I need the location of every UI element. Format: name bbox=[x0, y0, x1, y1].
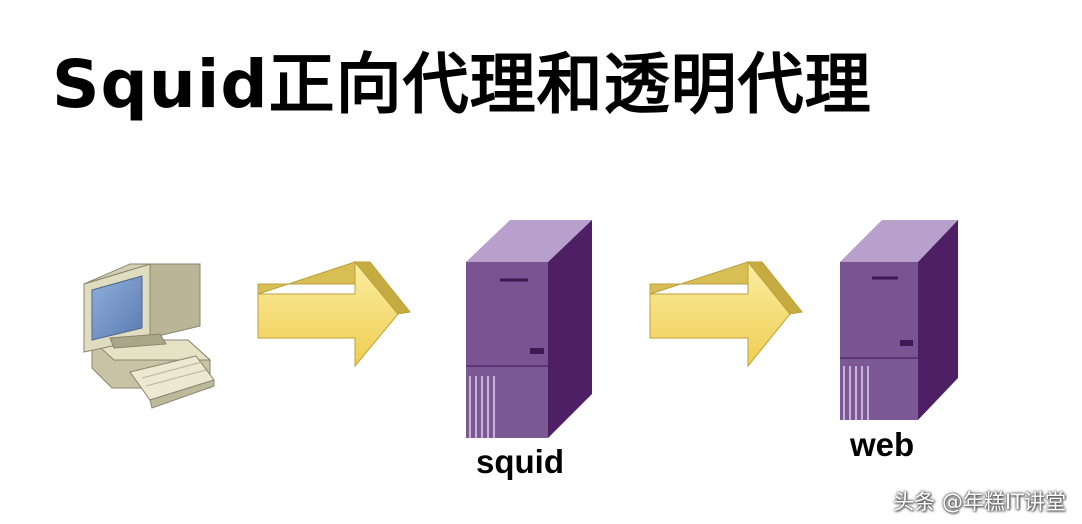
client-computer-icon bbox=[84, 264, 214, 408]
squid-node-label: squid bbox=[476, 443, 564, 481]
web-node-label: web bbox=[850, 426, 914, 464]
squid-server-icon bbox=[466, 220, 592, 438]
arrow-right-icon bbox=[650, 262, 802, 366]
web-server-icon bbox=[840, 220, 958, 420]
arrow-right-icon bbox=[258, 262, 410, 366]
watermark-text: 头条 @年糕IT讲堂 bbox=[893, 486, 1066, 516]
